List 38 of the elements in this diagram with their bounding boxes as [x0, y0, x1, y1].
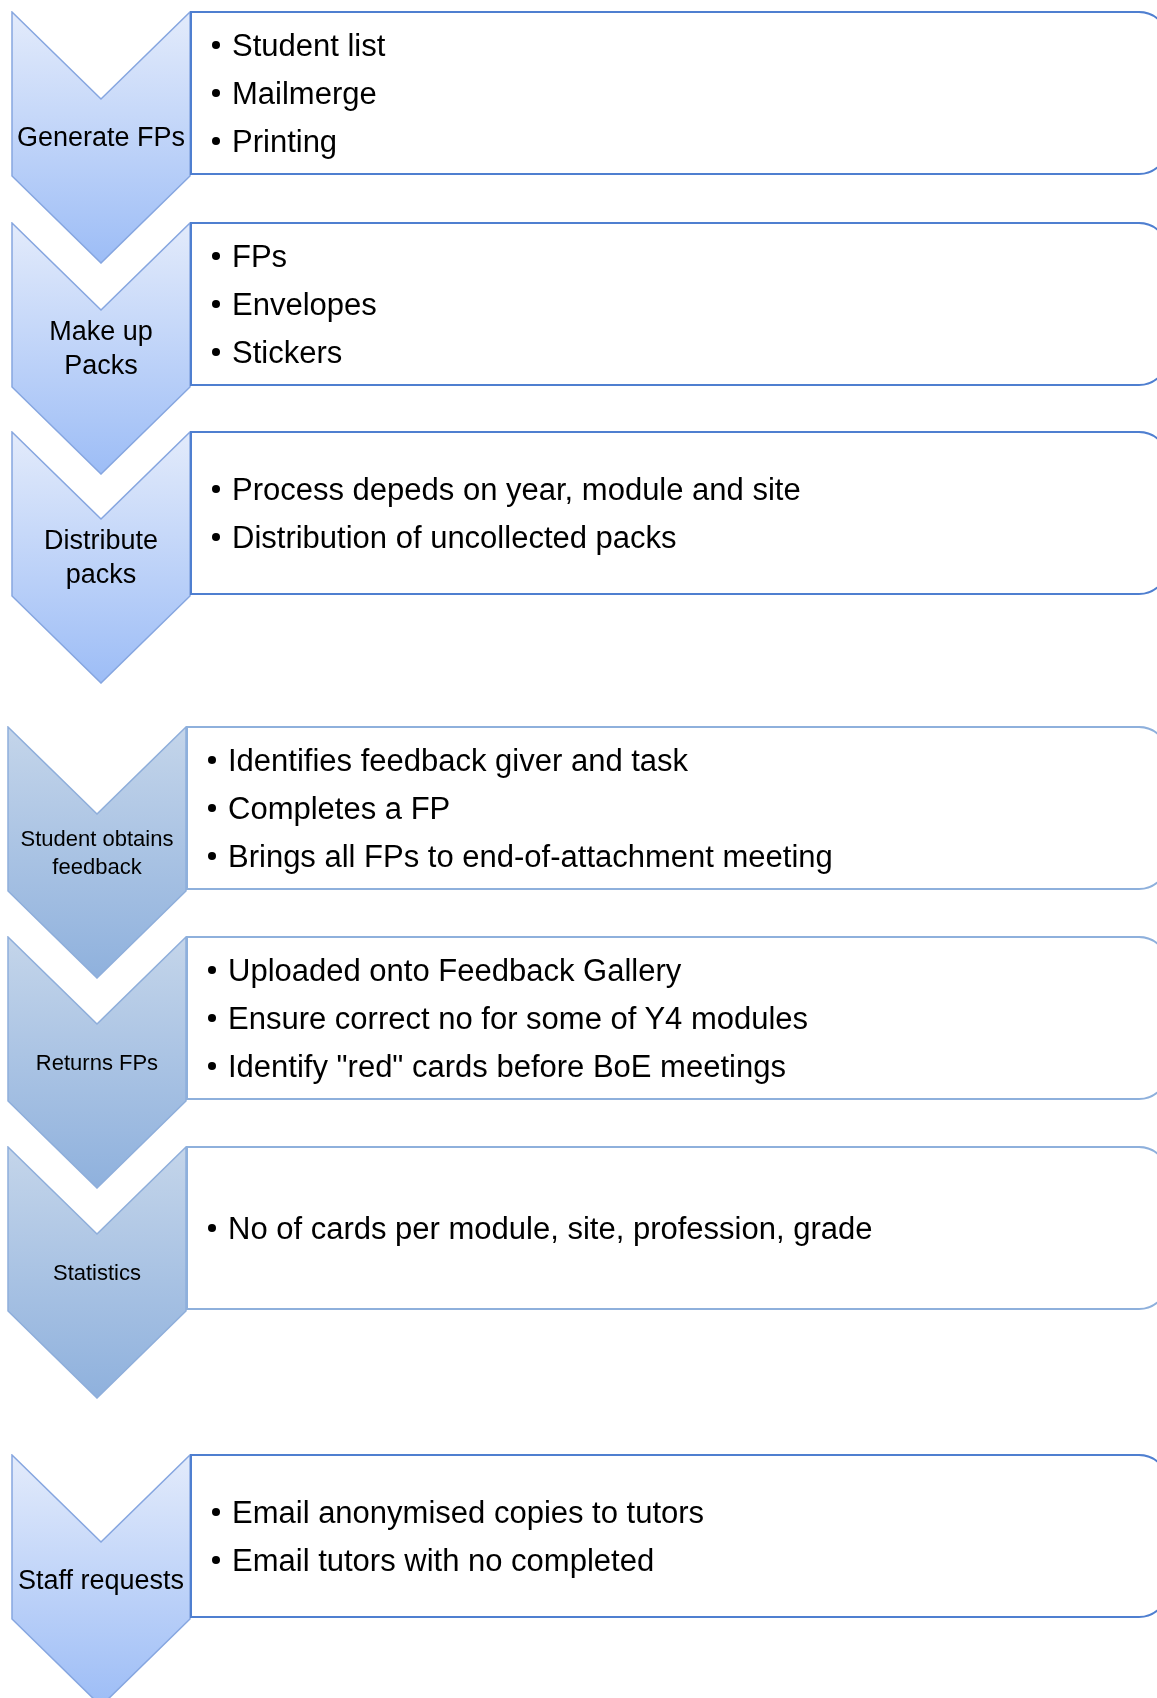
content-box — [186, 1146, 1157, 1310]
bullet-text: Student list — [232, 29, 386, 61]
bullet-text: Uploaded onto Feedback Gallery — [228, 954, 682, 986]
bullet-text: Process depeds on year, module and site — [232, 473, 801, 505]
step-label: Staff requests — [17, 1563, 185, 1597]
step-label: Generate FPs — [16, 120, 186, 154]
chevron-shape — [11, 431, 191, 684]
bullet-text: FPs — [232, 240, 288, 272]
bullet-text: Brings all FPs to end-of-attachment meeting — [228, 840, 833, 872]
bullet-text: No of cards per module, site, profession, grade — [228, 1212, 873, 1244]
content-box — [186, 936, 1157, 1100]
content-box — [190, 11, 1157, 175]
chevron-shape — [11, 222, 191, 475]
step-label: Student obtains feedback — [19, 825, 175, 880]
step-label: Returns FPs — [35, 1048, 159, 1077]
content-box — [190, 1454, 1157, 1618]
step-label: Make up Packs — [48, 314, 154, 382]
bullet-text: Stickers — [232, 336, 343, 368]
bullet-text: Email tutors with no completed — [232, 1544, 655, 1576]
step-label: Statistics — [53, 1258, 141, 1287]
bullet-text: Distribution of uncollected packs — [232, 521, 677, 553]
chevron-shape — [7, 726, 187, 979]
bullet-text: Ensure correct no for some of Y4 modules — [228, 1002, 809, 1034]
bullet-text: Mailmerge — [232, 77, 377, 109]
bullet-text: Completes a FP — [228, 792, 451, 824]
bullet-text: Identify "red" cards before BoE meetings — [228, 1050, 786, 1082]
chevron-shape — [7, 1146, 187, 1399]
chevron-shape — [11, 11, 191, 264]
chevron-shape — [11, 1454, 191, 1698]
bullet-text: Printing — [232, 125, 338, 157]
content-box — [186, 726, 1157, 890]
step-label: Distribute packs — [42, 523, 159, 591]
bullet-text: Email anonymised copies to tutors — [232, 1496, 705, 1528]
content-box — [190, 222, 1157, 386]
chevron-shape — [7, 936, 187, 1189]
bullet-text: Identifies feedback giver and task — [228, 744, 689, 776]
content-box — [190, 431, 1157, 595]
bullet-text: Envelopes — [232, 288, 377, 320]
